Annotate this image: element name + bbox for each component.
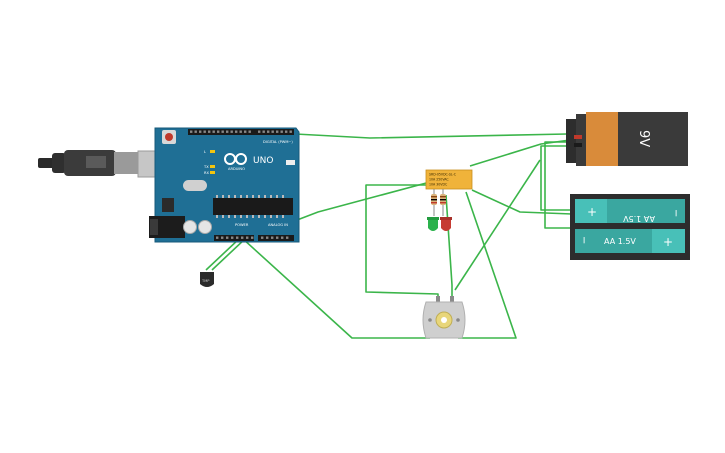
board-model-label: UNO bbox=[253, 156, 273, 166]
arduino-logo-icon bbox=[224, 153, 247, 165]
wire-relay-left-loop[interactable] bbox=[365, 184, 439, 300]
wire-relay-to-motor-right[interactable] bbox=[445, 194, 453, 298]
wire-arduino-to-9v-battery[interactable] bbox=[257, 131, 568, 139]
atmega-chip bbox=[213, 198, 293, 215]
voltage-regulator bbox=[162, 198, 174, 212]
led-l-label: L bbox=[204, 150, 206, 154]
temperature-sensor[interactable]: TMP bbox=[200, 272, 214, 287]
led-tx-indicator bbox=[210, 165, 215, 168]
led-rx-indicator bbox=[210, 171, 215, 174]
relay-module[interactable]: SRD-05VDC-SL-C 10A 250VAC 10A 30VDC bbox=[425, 169, 473, 190]
wire-arduino-ground-to-motor[interactable] bbox=[241, 237, 430, 339]
led-l-indicator bbox=[210, 150, 215, 153]
wire-9v-side-to-pack[interactable] bbox=[544, 141, 572, 229]
aa-cell-bottom: − AA 1.5V + bbox=[575, 229, 685, 253]
aa-top-plus: + bbox=[587, 205, 597, 219]
resistor-2[interactable] bbox=[440, 189, 446, 216]
board-brand-label: ARDUINO bbox=[228, 167, 245, 171]
aa-bottom-label: AA 1.5V bbox=[604, 237, 636, 246]
wire-pack-to-motor[interactable] bbox=[454, 159, 541, 291]
capacitor-1 bbox=[183, 220, 197, 234]
wire-relay-to-battery-pack[interactable] bbox=[471, 189, 573, 215]
relay-text-3: 10A 30VDC bbox=[429, 183, 448, 187]
wire-arduino-to-sensor-1[interactable] bbox=[205, 237, 241, 271]
aa-cell-top: + − AA 1.5V bbox=[575, 199, 685, 223]
aa-top-label: AA 1.5V bbox=[623, 214, 655, 223]
aa-bottom-plus: + bbox=[663, 235, 673, 249]
capacitor-2 bbox=[198, 220, 212, 234]
led-green[interactable] bbox=[427, 217, 439, 231]
rx-label: RX bbox=[204, 171, 209, 175]
power-label: POWER bbox=[235, 223, 249, 227]
aa-battery-pack[interactable]: + − AA 1.5V − AA 1.5V + bbox=[570, 194, 690, 260]
analog-in-label: ANALOG IN bbox=[268, 223, 288, 227]
relay-text-1: SRD-05VDC-SL-C bbox=[429, 173, 457, 177]
battery-9v-label: 9V bbox=[636, 130, 651, 147]
resistor-1[interactable] bbox=[431, 189, 437, 216]
aa-top-minus: − bbox=[670, 209, 681, 217]
wire-9v-to-battery-pack[interactable] bbox=[540, 145, 572, 211]
digital-pwm-label: DIGITAL (PWM~) bbox=[263, 140, 293, 144]
dc-motor[interactable] bbox=[422, 296, 466, 339]
battery-9v[interactable]: 9V bbox=[566, 112, 688, 166]
arduino-uno-board[interactable]: DIGITAL (PWM~) UNO ARDUINO L TX RX bbox=[149, 127, 300, 243]
aa-bottom-minus: − bbox=[578, 236, 589, 244]
led-red[interactable] bbox=[440, 217, 452, 231]
icsp-header bbox=[286, 160, 295, 165]
sensor-label: TMP bbox=[201, 279, 210, 283]
wire-relay-to-motor[interactable] bbox=[458, 191, 517, 339]
power-header[interactable] bbox=[214, 235, 254, 241]
wire-relay-to-9v-top[interactable] bbox=[469, 139, 571, 167]
tx-label: TX bbox=[203, 165, 209, 169]
crystal-oscillator bbox=[183, 180, 207, 191]
relay-text-2: 10A 250VAC bbox=[429, 178, 449, 182]
wire-arduino-to-sensor-2[interactable] bbox=[211, 237, 247, 271]
